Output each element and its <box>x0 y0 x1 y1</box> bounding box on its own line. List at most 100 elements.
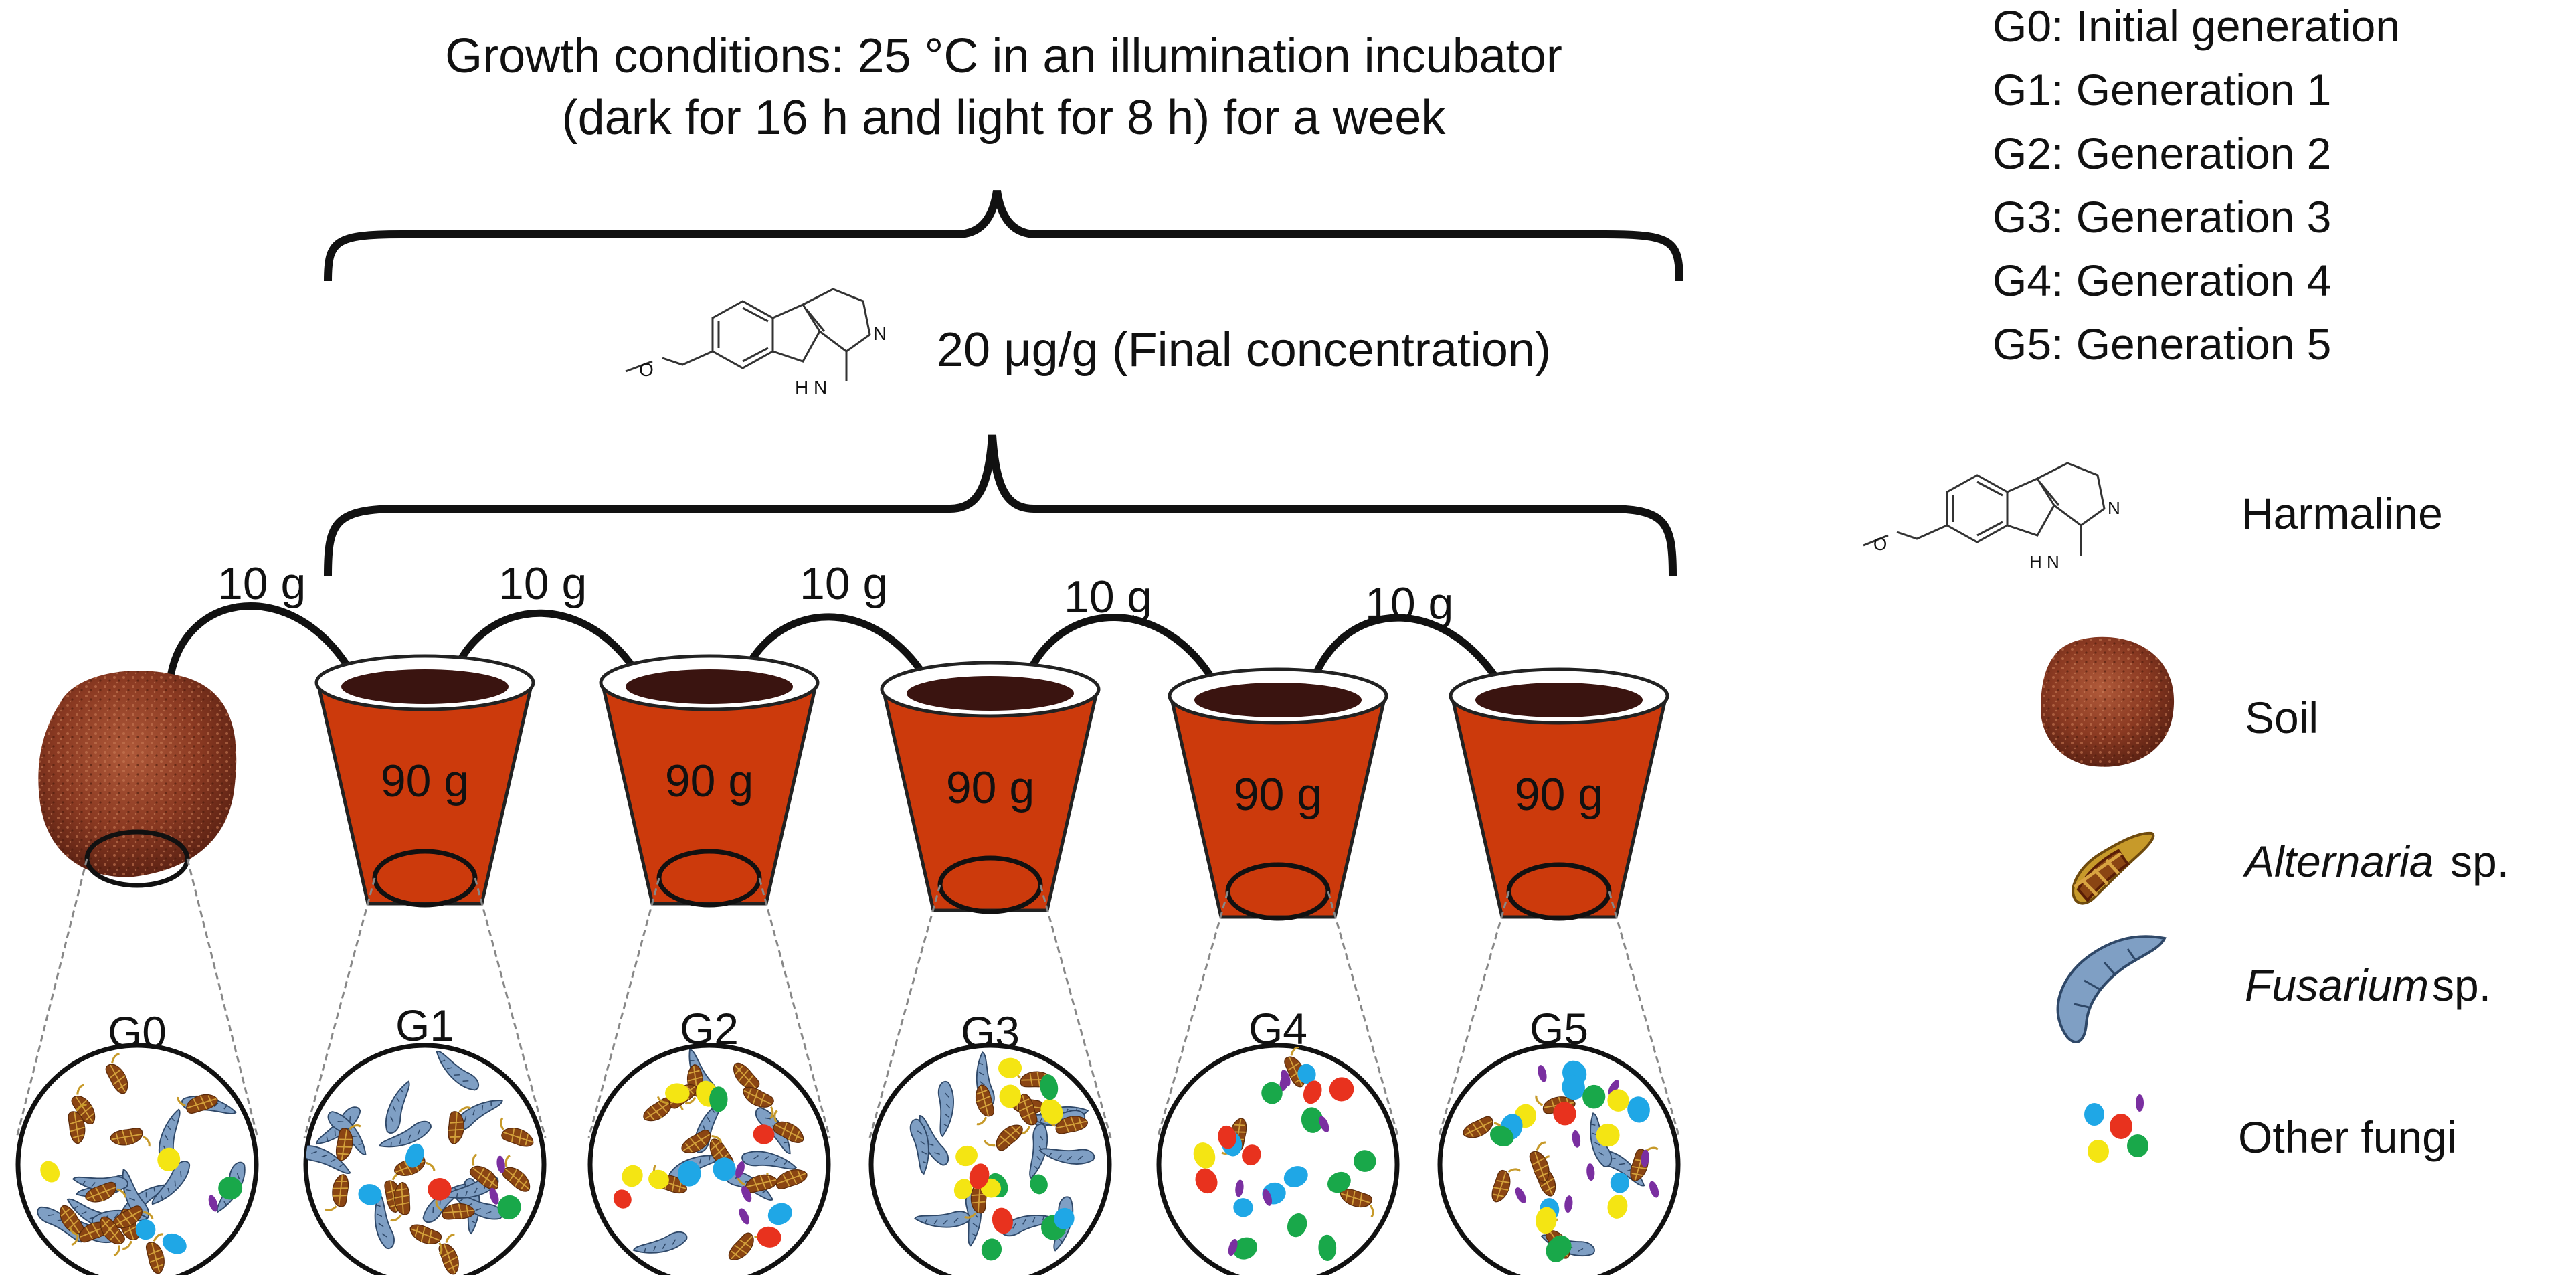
other-fungus-cell <box>405 1143 424 1168</box>
other-fungus-cell <box>1586 1163 1595 1181</box>
zoom-cone-g1 <box>303 877 547 1138</box>
other-fungus-cell <box>1040 1074 1059 1100</box>
other-fungus-cell <box>999 1084 1022 1108</box>
transfer-label-5: 10 g <box>1365 578 1453 629</box>
legend-fusarium-suffix: sp. <box>2432 960 2491 1010</box>
community-circle-g0 <box>15 1043 259 1275</box>
pot-g5: 90 g <box>1449 667 1669 921</box>
other-fungus-cell <box>1536 1207 1557 1234</box>
pot-label-g5: 90 g <box>1515 769 1603 820</box>
other-fungus-cell <box>741 1185 752 1203</box>
other-fungus-cell <box>709 1086 728 1112</box>
community-circle-g2 <box>587 1043 831 1275</box>
upper-brace <box>324 190 1683 282</box>
other-fungus-cell <box>1627 1096 1650 1123</box>
pot-g3: 90 g <box>880 661 1101 914</box>
other-fungus-cell <box>489 1187 499 1205</box>
other-fungus-cell <box>953 1179 973 1200</box>
final-concentration-label: 20 μg/g (Final concentration) <box>937 323 1551 377</box>
other-fungus-cell <box>428 1178 452 1201</box>
other-fungus-cell <box>735 1161 745 1179</box>
indole-nh: H N <box>795 377 827 398</box>
legend-other-fungi-label: Other fungi <box>2238 1112 2457 1162</box>
other-fungus-cell <box>1596 1123 1620 1147</box>
legend-alternaria-icon <box>2073 833 2153 904</box>
other-fungus-cell <box>1515 1187 1526 1203</box>
generation-key: G0: Initial generation G1: Generation 1 … <box>1993 1 2400 369</box>
other-fungus-cell <box>678 1161 701 1187</box>
other-fungus-cell <box>757 1226 781 1248</box>
community-circle-g4 <box>1156 1043 1400 1275</box>
other-fungus-cell <box>1354 1150 1376 1172</box>
legend-fusarium-genus: Fusarium <box>2245 960 2429 1010</box>
other-fungus-cell <box>358 1184 382 1205</box>
other-fungus-cell <box>1318 1234 1337 1261</box>
other-fungus-cell <box>969 1163 990 1189</box>
other-fungus-cell <box>1261 1082 1283 1104</box>
other-fungus-cell <box>1649 1181 1659 1198</box>
other-fungus-cell <box>1283 1166 1308 1187</box>
other-fungus-cell <box>1232 1237 1258 1260</box>
legend-harmaline-structure <box>1863 462 2106 556</box>
other-fungus-cell <box>1040 1098 1063 1124</box>
pot-label-g4: 90 g <box>1234 769 1322 820</box>
other-fungus-cell <box>1195 1168 1218 1194</box>
harmaline-structure-main <box>625 288 871 381</box>
other-fungus-cell <box>497 1195 521 1220</box>
zoom-cone-g3 <box>868 884 1112 1138</box>
other-fungus-cell <box>1297 1064 1316 1084</box>
other-fungus-cell <box>1550 1235 1572 1258</box>
transfer-label-4: 10 g <box>1064 572 1152 622</box>
generation-key-item-g3: G3: Generation 3 <box>1993 192 2331 242</box>
other-fungus-cell <box>1641 1149 1649 1167</box>
transfer-label-1: 10 g <box>217 558 306 609</box>
other-fungus-cell <box>1327 1171 1351 1193</box>
other-fungus-cell <box>767 1203 792 1225</box>
legend-soil-label: Soil <box>2245 693 2318 742</box>
other-fungus-cell <box>992 1207 1013 1234</box>
other-fungus-cell <box>1607 1089 1629 1112</box>
other-fungus-cell <box>753 1124 775 1144</box>
other-fungus-cell <box>218 1176 243 1200</box>
other-fungus-cell <box>1553 1102 1576 1126</box>
other-fungus-cell <box>1287 1213 1307 1238</box>
other-fungus-cell <box>1030 1174 1048 1195</box>
growth-conditions-line1: Growth conditions: 25 °C in an illuminat… <box>445 29 1562 83</box>
other-fungus-cell <box>1608 1080 1619 1096</box>
generation-key-item-g4: G4: Generation 4 <box>1993 256 2331 305</box>
other-fungus-cell <box>1572 1130 1581 1148</box>
legend-other-fungi-icon <box>2084 1094 2148 1163</box>
pot-label-g3: 90 g <box>946 762 1034 813</box>
other-fungus-cell <box>208 1195 218 1212</box>
methoxy-oxygen: O <box>639 359 654 380</box>
other-fungus-cell <box>998 1057 1022 1078</box>
other-fungus-cell <box>1319 1116 1329 1132</box>
other-fungus-cell <box>1610 1172 1630 1193</box>
other-fungus-cell <box>157 1147 181 1171</box>
other-fungus-cell <box>665 1083 690 1104</box>
other-fungus-cell <box>162 1233 187 1254</box>
other-fungus-cell <box>622 1165 643 1187</box>
other-fungus-cell <box>713 1157 736 1181</box>
other-fungus-cell <box>739 1208 750 1225</box>
pot-g1: 90 g <box>314 654 535 908</box>
other-fungus-cell <box>1301 1107 1323 1133</box>
community-circle-g5 <box>1437 1043 1681 1275</box>
community-circle-g3 <box>868 1043 1112 1275</box>
legend-soil-icon <box>2041 636 2175 767</box>
other-fungus-cell <box>1607 1195 1628 1219</box>
soil-clump-g0 <box>38 671 237 877</box>
generation-key-item-g5: G5: Generation 5 <box>1993 319 2331 369</box>
pot-label-g2: 90 g <box>665 756 753 806</box>
other-fungus-cell <box>613 1189 632 1209</box>
legend-fusarium-icon <box>2056 935 2167 1043</box>
other-fungus-cell <box>1228 1238 1238 1256</box>
other-fungus-cell <box>1281 1070 1291 1087</box>
pot-g4: 90 g <box>1168 667 1388 921</box>
other-fungus-cell <box>1218 1125 1236 1149</box>
other-fungus-cell <box>1582 1084 1606 1109</box>
legend-methoxy-oxygen: O <box>1873 534 1887 554</box>
other-fungus-cell <box>1233 1198 1253 1217</box>
other-fungus-cell <box>1054 1207 1075 1229</box>
